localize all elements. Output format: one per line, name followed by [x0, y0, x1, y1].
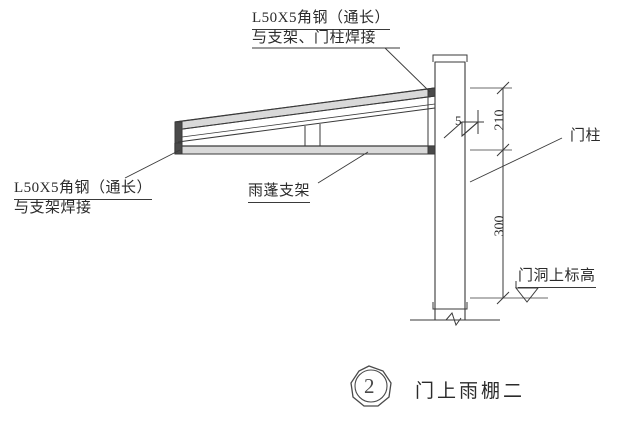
column-clear-dimension: 300: [492, 215, 508, 237]
detail-tag-polygon: [350, 365, 392, 407]
bottom-angle-annotation-line2: 与支架焊接: [14, 199, 92, 216]
top-angle-annotation-line1: L50X5角钢（通长）: [252, 10, 390, 30]
detail-tag-number: 2: [364, 374, 375, 398]
canopy-bracket-label: 雨蓬支架: [248, 183, 311, 203]
leader-lines: [124, 47, 563, 184]
door-column: [410, 54, 500, 327]
column-label: 门柱: [570, 128, 602, 144]
top-angle-annotation-line2: 与支架、门柱焊接: [252, 29, 377, 46]
top-angle-annotation: L50X5角钢（通长） 与支架、门柱焊接: [252, 10, 390, 47]
elevation-label: 门洞上标高: [518, 268, 596, 288]
canopy-height-dimension: 210: [492, 109, 508, 131]
weld-symbol: [443, 110, 484, 139]
dimension-chain: [470, 81, 548, 305]
bottom-angle-annotation: L50X5角钢（通长） 与支架焊接: [14, 180, 152, 217]
elevation-marker: [514, 281, 540, 303]
weld-size-value: 5: [455, 113, 462, 128]
canopy-assembly: [174, 87, 436, 155]
drawing-title: 门上雨棚二: [415, 381, 526, 402]
bottom-angle-annotation-line1: L50X5角钢（通长）: [14, 180, 152, 200]
